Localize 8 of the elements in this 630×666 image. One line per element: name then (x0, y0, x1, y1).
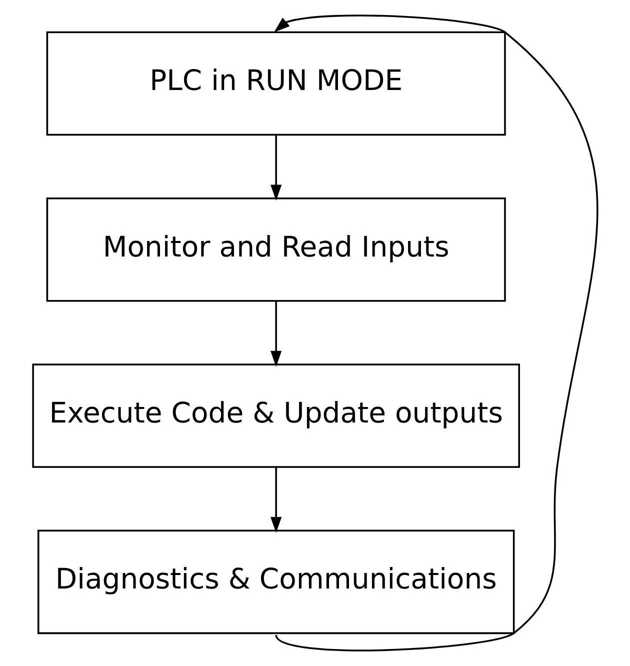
arrow (274, 14, 598, 652)
node-box: Execute Code & Update outputs (32, 364, 520, 468)
arrow (270, 134, 282, 201)
arrow (270, 301, 282, 367)
node-box: Diagnostics & Communications (36, 530, 514, 634)
node-box: Monitor and Read Inputs (46, 198, 506, 302)
node-box: PLC in RUN MODE (46, 31, 506, 136)
arrow (270, 467, 282, 533)
